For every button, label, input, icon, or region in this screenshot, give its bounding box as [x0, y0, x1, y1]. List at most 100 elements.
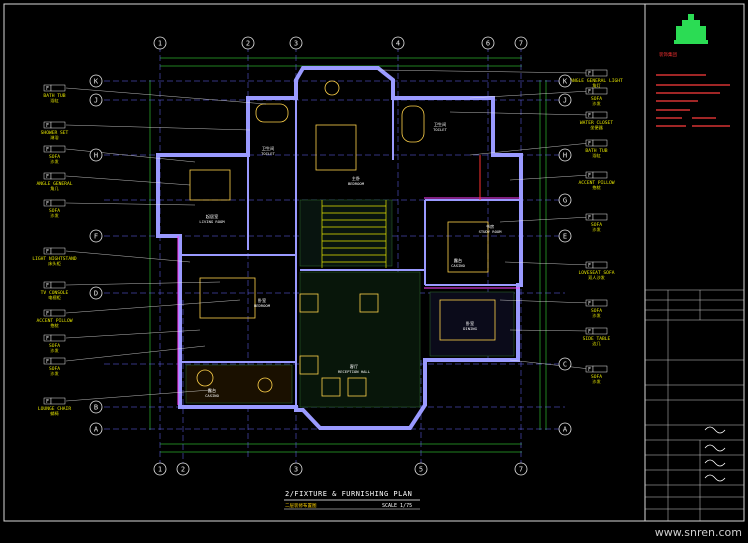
svg-text:F: F: [588, 215, 591, 221]
svg-text:E: E: [563, 233, 567, 241]
bed-bedroom: [199, 277, 256, 319]
svg-text:F: F: [46, 174, 49, 180]
svg-text:F: F: [46, 311, 49, 317]
drawing-subtitle: 二层装修布置图: [285, 504, 317, 509]
svg-text:BATH TUB: BATH TUB: [585, 148, 607, 154]
desk-study: [189, 169, 231, 201]
grid-bubble-right-H: H: [558, 148, 572, 162]
svg-text:LIGHT NIGHTSTAND: LIGHT NIGHTSTAND: [32, 256, 76, 262]
dining-table: [439, 299, 496, 341]
svg-text:A: A: [563, 426, 568, 434]
svg-text:书房: 书房: [486, 223, 494, 230]
svg-text:LOVESEAT SOFA: LOVESEAT SOFA: [579, 270, 615, 276]
svg-text:沙发: 沙发: [592, 378, 601, 385]
dimension-lines: [149, 57, 547, 453]
svg-text:BATH TUB: BATH TUB: [43, 93, 65, 99]
svg-text:SOFA: SOFA: [591, 374, 602, 380]
grid-bubble-bottom-5: 5: [414, 462, 428, 476]
svg-text:F: F: [46, 283, 49, 289]
svg-text:B: B: [94, 404, 98, 412]
svg-text:露台: 露台: [454, 257, 462, 264]
staircase: [321, 200, 387, 268]
section-marks: [177, 155, 520, 405]
svg-text:D: D: [94, 290, 98, 298]
svg-text:H: H: [94, 152, 98, 160]
svg-text:5: 5: [419, 466, 423, 474]
grid-bubble-right-J: J: [558, 93, 572, 107]
svg-text:CASINO: CASINO: [205, 393, 219, 398]
grid-bubble-left-K: K: [89, 74, 103, 88]
svg-text:RECEPTION HALL: RECEPTION HALL: [338, 369, 371, 374]
svg-text:F: F: [588, 329, 591, 335]
svg-text:ACCENT PILLOW: ACCENT PILLOW: [579, 180, 615, 186]
svg-text:角几: 角几: [50, 185, 59, 192]
sofa-living: [447, 221, 489, 273]
svg-text:ANGLE GENERAL: ANGLE GENERAL: [37, 181, 73, 187]
grid-bubble-right-A: A: [558, 422, 572, 436]
svg-text:ACCENT PILLOW: ACCENT PILLOW: [37, 318, 73, 324]
svg-text:STUDY ROOM: STUDY ROOM: [479, 229, 503, 234]
svg-text:F: F: [588, 173, 591, 179]
svg-text:BEDROOM: BEDROOM: [254, 303, 271, 308]
grid-bubble-left-D: D: [89, 286, 103, 300]
svg-text:床头柜: 床头柜: [48, 260, 61, 267]
grid-bubble-right-E: E: [558, 229, 572, 243]
svg-text:G: G: [563, 197, 567, 205]
svg-text:2: 2: [246, 40, 250, 48]
svg-text:角灯: 角灯: [592, 82, 601, 89]
svg-text:F: F: [46, 123, 49, 129]
svg-text:F: F: [588, 141, 591, 147]
bathtub-left: [255, 103, 289, 123]
leader-lines: [65, 69, 591, 402]
svg-text:LIVING ROOM: LIVING ROOM: [199, 219, 225, 224]
svg-text:SOFA: SOFA: [591, 308, 602, 314]
svg-text:客厅: 客厅: [350, 363, 358, 370]
svg-text:F: F: [588, 367, 591, 373]
grid-bubble-left-A: A: [89, 422, 103, 436]
svg-text:卧室: 卧室: [258, 297, 266, 304]
svg-text:2: 2: [181, 466, 185, 474]
drawing-title: 2/FIXTURE & FURNISHING PLAN: [285, 490, 413, 498]
svg-text:卫生间: 卫生间: [434, 121, 447, 128]
grid-bubble-bottom-2: 2: [176, 462, 190, 476]
svg-text:F: F: [588, 301, 591, 307]
svg-text:SOFA: SOFA: [591, 222, 602, 228]
grid-bubble-left-J: J: [89, 93, 103, 107]
svg-text:F: F: [46, 399, 49, 405]
grid-bubble-right-G: G: [558, 193, 572, 207]
svg-text:7: 7: [519, 40, 523, 48]
svg-text:BEDROOM: BEDROOM: [348, 181, 365, 186]
title-block-notes: [656, 74, 730, 127]
svg-text:3: 3: [294, 466, 298, 474]
svg-text:双人沙发: 双人沙发: [588, 274, 606, 281]
svg-text:H: H: [563, 152, 567, 160]
svg-text:A: A: [94, 426, 99, 434]
svg-text:WATER CLOSET: WATER CLOSET: [580, 120, 613, 126]
drawing-border: [3, 3, 745, 522]
grid-bubble-top-4: 4: [391, 36, 405, 50]
svg-text:抱枕: 抱枕: [50, 322, 59, 329]
svg-text:坐便器: 坐便器: [590, 124, 603, 131]
svg-text:CASINO: CASINO: [451, 263, 465, 268]
svg-text:F: F: [94, 233, 98, 241]
svg-text:躺椅: 躺椅: [50, 410, 58, 417]
